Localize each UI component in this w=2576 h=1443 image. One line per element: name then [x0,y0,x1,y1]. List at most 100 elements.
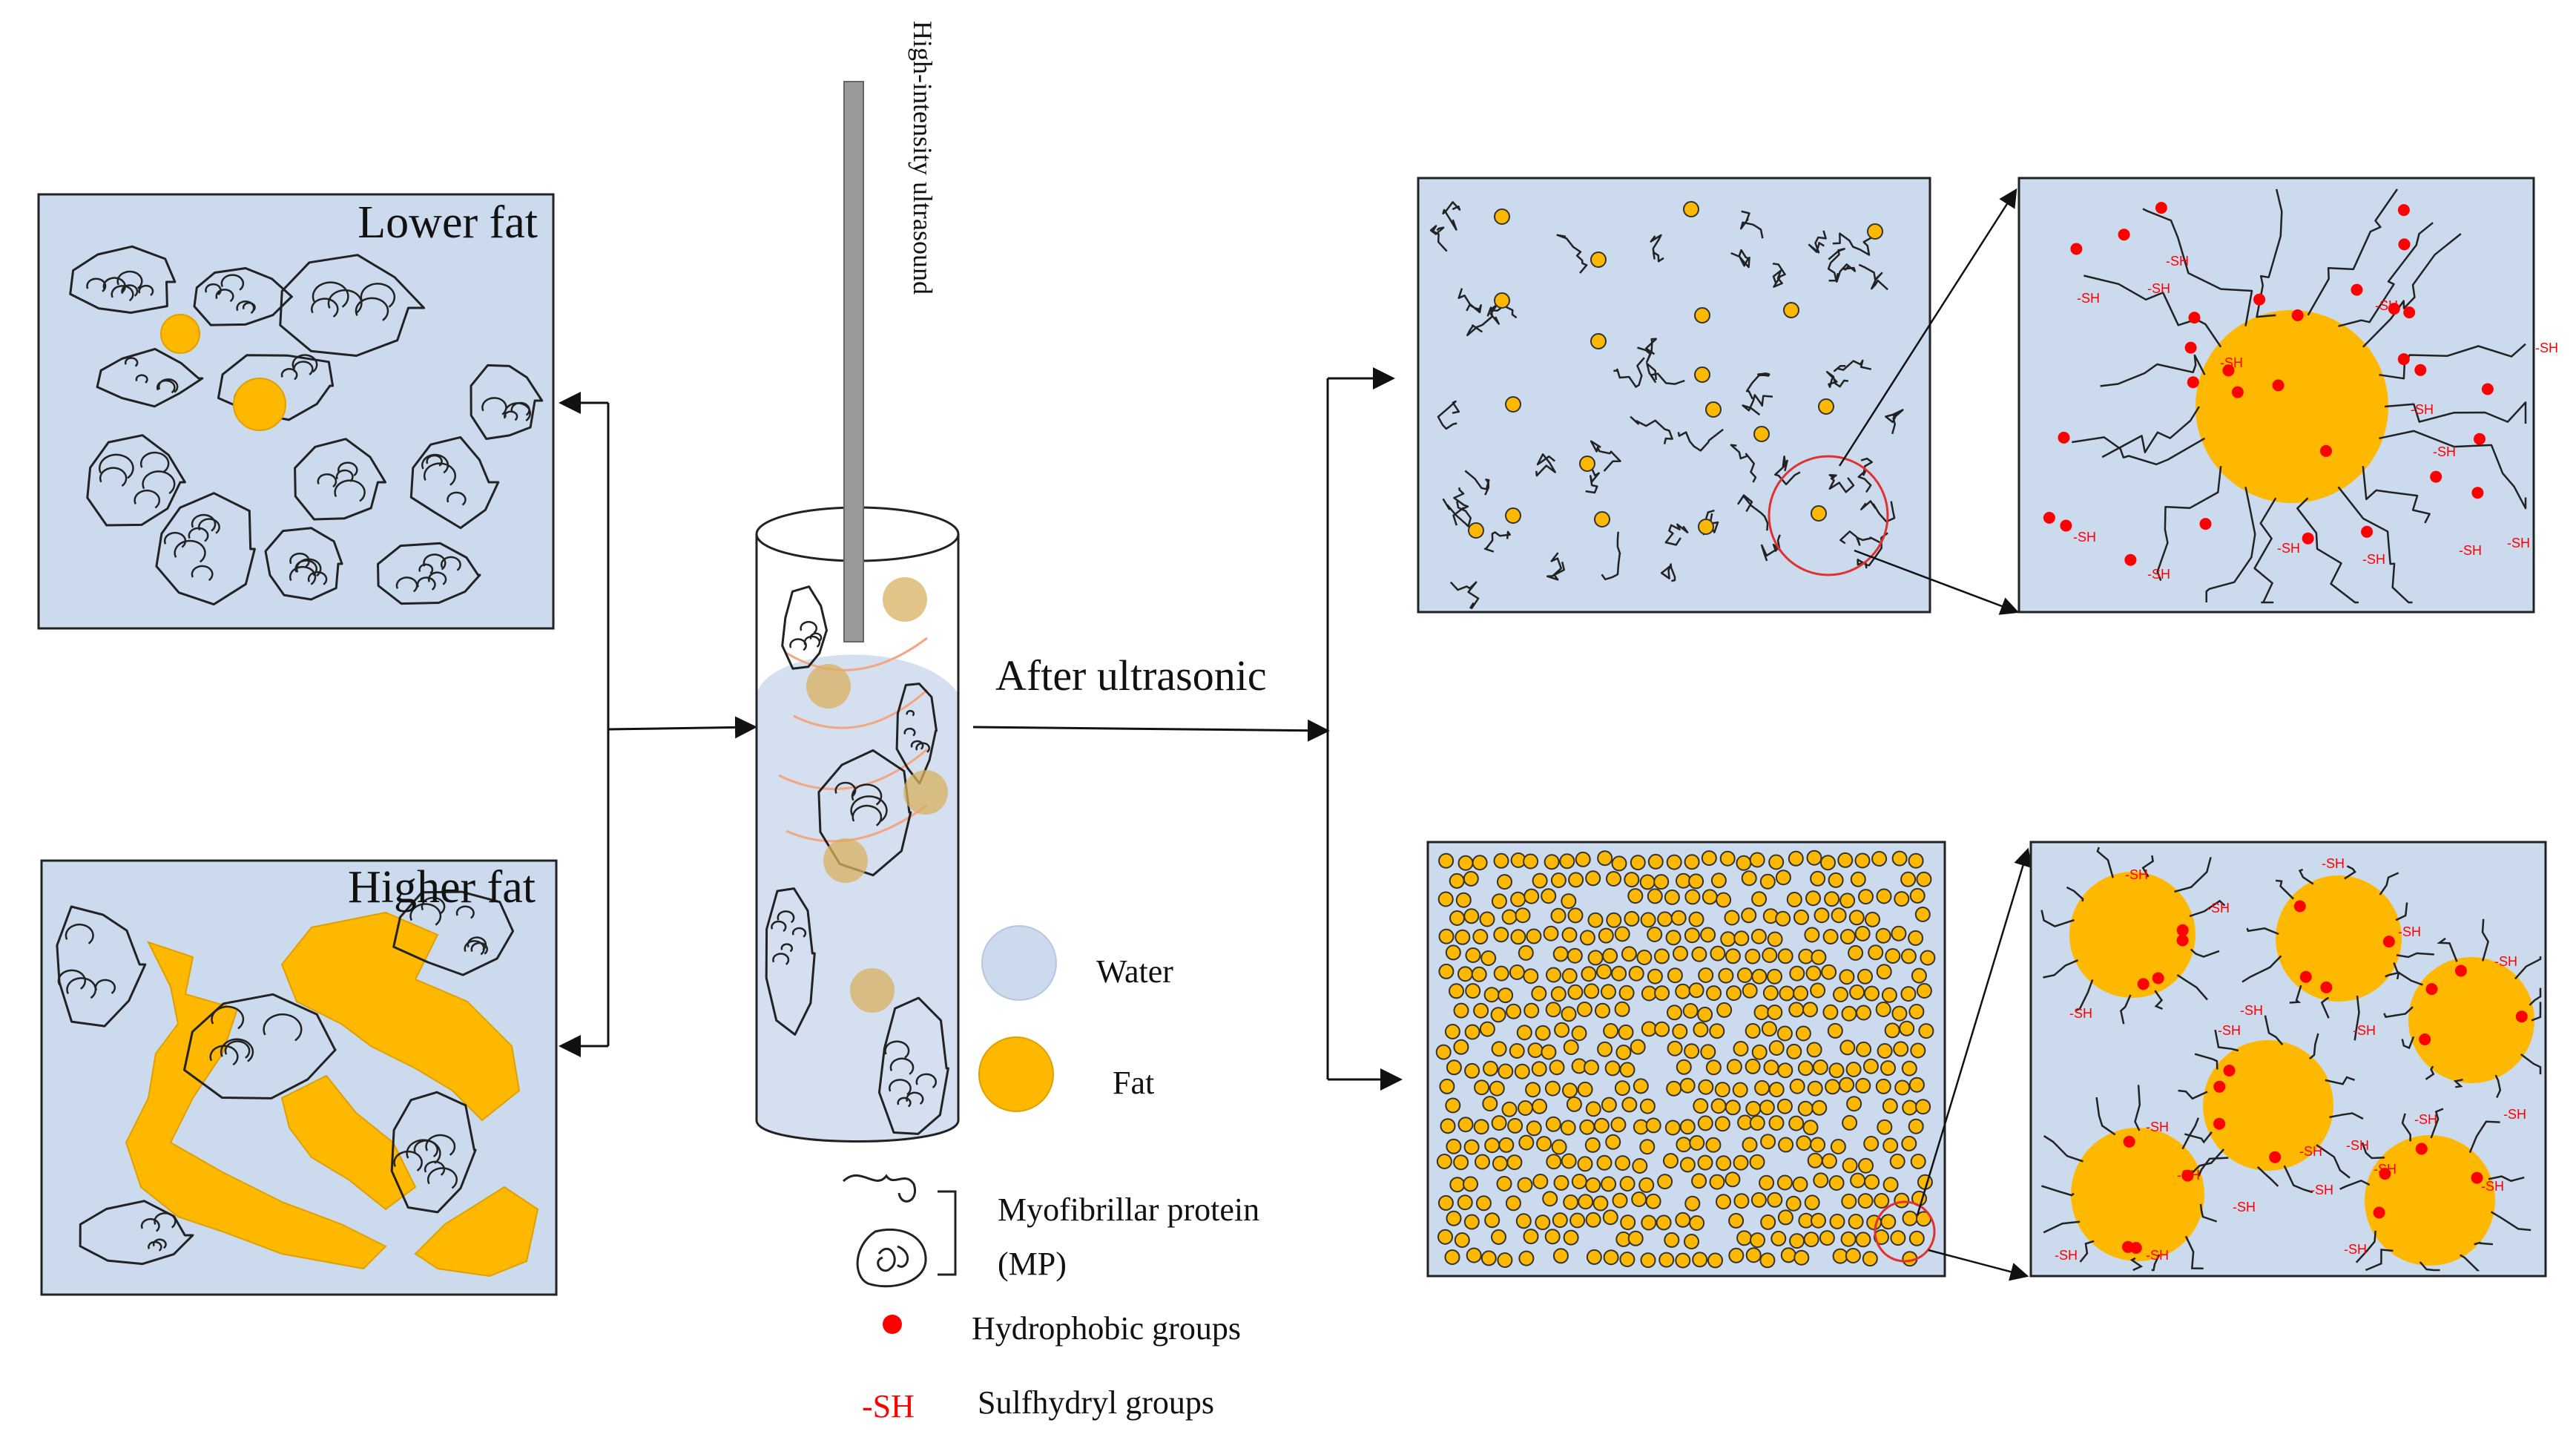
fat-droplet [1526,1120,1542,1137]
fat-droplet [1741,870,1757,887]
fat-droplet [1840,1231,1857,1247]
protein-strand [2379,430,2527,510]
protein-strand [2325,1076,2356,1085]
fat-droplet [1877,1119,1893,1135]
protein-strand [2264,1015,2284,1046]
protein-strand [1774,455,1801,486]
fat-droplet [1673,945,1688,962]
fat-droplet [1571,1174,1587,1189]
fat-droplet [1684,1195,1701,1212]
fat-droplet [1804,1194,1820,1211]
fat-droplet [1908,1118,1924,1134]
fat-droplet [1666,1080,1682,1097]
protein-strand [1730,249,1750,269]
fat-droplet [1559,853,1575,870]
protein-strand [1556,234,1588,274]
output-arrows [972,367,1403,1091]
protein-strand [2344,865,2356,880]
fat-droplet [1802,1120,1819,1136]
fat-droplet [1509,1043,1525,1059]
protein-cluster [86,434,186,527]
protein-strand [1452,487,1469,526]
fat-droplet [1541,1044,1557,1060]
fat-droplet [1561,927,1578,943]
protein-strand [2194,1053,2218,1070]
hydrophobic-dot [2155,202,2167,214]
protein-strand [2520,1054,2542,1075]
fat-droplet [1523,888,1540,904]
fat-droplet [1767,968,1782,985]
fat-droplets [806,577,948,1013]
fat-droplet [1706,985,1722,1002]
hydrophobic-dot [2176,924,2189,936]
protein-strand [2425,1065,2435,1080]
fat-droplet [1501,909,1518,925]
legend-hydrophobic-dot [883,1315,902,1334]
fat-droplet [1775,910,1791,927]
fat-droplet [1818,398,1834,415]
fat-droplet [1474,1079,1490,1096]
protein-cluster [765,887,816,1036]
fat-droplet [1802,1002,1818,1018]
fat-droplet [1577,1156,1593,1172]
protein-strand [2040,910,2075,927]
protein-strand [2379,872,2399,895]
fat-droplet [1483,987,1500,1003]
hydrophobic-dot [2299,970,2312,983]
fat-droplet [1762,985,1779,1001]
protein-strand [2283,1165,2313,1194]
fat-droplet [1736,855,1752,871]
hydrophobic-dot [2124,553,2137,566]
fat-droplet [1900,871,1917,887]
fat-droplet [1579,930,1595,946]
fat-droplet [1596,1154,1613,1171]
fat-droplet [1567,984,1584,1000]
hydrophobic-dot [2419,1033,2431,1045]
fat-droplet [1654,948,1670,964]
protein-strand [2353,995,2360,1041]
fat-droplet [1858,889,1874,905]
sulfhydryl-label: -SH [2507,536,2530,550]
fat-droplet [1760,1134,1776,1150]
fat-droplet [1552,946,1569,962]
protein-strand [1857,457,1873,493]
hydrophobic-dot [2060,519,2072,532]
protein-cluster [193,267,293,326]
fat-droplet [1705,1137,1722,1153]
fat-droplet [1857,1193,1874,1209]
fat-droplet [1910,1154,1926,1169]
fat-droplet [1768,1115,1785,1131]
fat-droplet [1562,1082,1578,1099]
fat-droplet [1611,965,1627,982]
fat-droplet [1484,1137,1501,1154]
sulfhydryl-label: -SH [2362,552,2385,567]
hydrophobic-dot [2213,1117,2226,1130]
fat-droplet [1531,985,1547,1002]
fat-droplet [1716,1194,1731,1210]
fat-droplet [1700,1044,1716,1060]
fat-droplet [1498,1137,1515,1153]
fat-droplet [1798,948,1814,964]
protein-strand [2379,343,2526,380]
fat-droplet [1536,1136,1552,1152]
fat-droplet [1638,1177,1655,1193]
fat-droplet [1550,986,1567,1002]
protein-strand [1745,372,1770,400]
sulfhydryl-label: -SH [2322,856,2345,871]
protein-strand [2337,486,2413,604]
protein-strand [1437,400,1460,430]
fat-droplet [2276,875,2402,1002]
sulfhydryl-label: -SH [2398,924,2421,939]
fat-droplet [1590,252,1607,268]
fat-droplet [1894,891,1910,907]
protein-strand [2176,973,2208,1001]
fat-droplet [1679,1119,1696,1135]
protein-strand [1464,470,1490,496]
fat-droplet [1848,910,1865,926]
fat-droplet [1665,930,1681,946]
fat-droplet [1891,925,1907,941]
fat-droplets [1468,201,1883,539]
fat-droplet [1615,1045,1632,1060]
fat-droplet [1693,1098,1709,1114]
fat-droplet [1719,850,1736,867]
